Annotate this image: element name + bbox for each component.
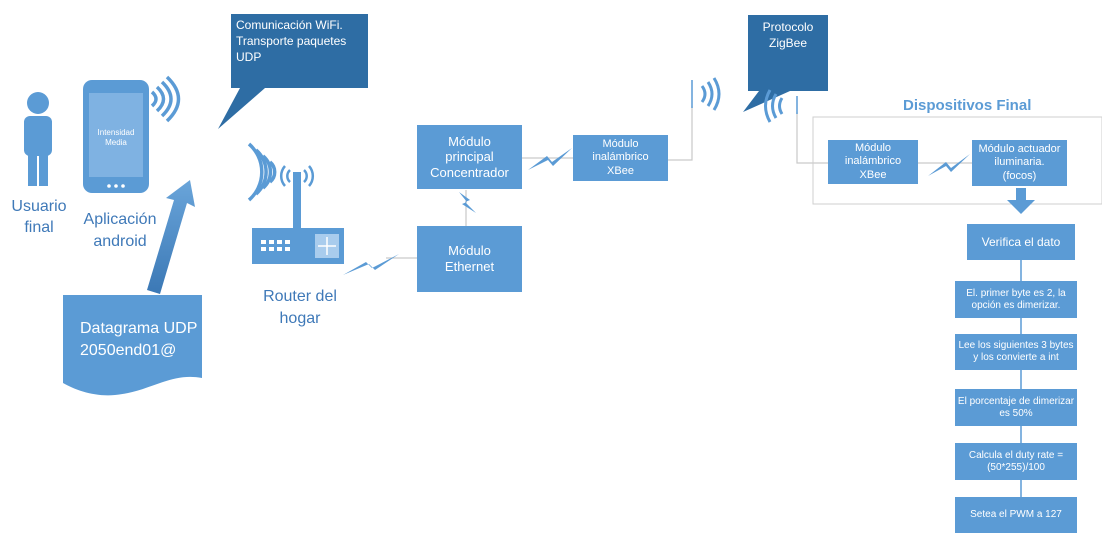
flow-step-first-byte-line2: opción es dimerizar. bbox=[971, 299, 1061, 311]
module-ethernet-line1: Módulo bbox=[448, 243, 491, 259]
flow-step-percentage: El porcentaje de dimerizar es 50% bbox=[955, 389, 1077, 426]
app-label-line2: android bbox=[93, 232, 147, 250]
down-arrow bbox=[1007, 188, 1035, 214]
module-actuator-line1: Módulo actuador bbox=[978, 143, 1061, 156]
phone-screen-text: Intensidad Media bbox=[89, 128, 143, 149]
flow-step-verify: Verifica el dato bbox=[967, 224, 1075, 260]
flow-step-duty-rate-line2: (50*255)/100 bbox=[987, 461, 1045, 473]
upload-arrow bbox=[147, 180, 195, 294]
flow-step-read-bytes-line2: y los convierte a int bbox=[973, 352, 1059, 363]
flow-step-verify-text: Verifica el dato bbox=[981, 234, 1061, 249]
module-xbee-tx-line3: XBee bbox=[607, 164, 634, 177]
datagram-line1: Datagrama UDP bbox=[80, 320, 198, 337]
user-icon bbox=[24, 92, 52, 186]
zigbee-callout-line1: Protocolo bbox=[762, 20, 814, 34]
module-xbee-rx-line3: XBee bbox=[859, 168, 887, 181]
module-xbee-rx-line2: inalámbrico bbox=[844, 155, 902, 168]
app-label-line1: Aplicación bbox=[83, 211, 157, 228]
module-ethernet: Módulo Ethernet bbox=[417, 226, 522, 292]
flow-step-first-byte: El. primer byte es 2, la opción es dimer… bbox=[955, 281, 1077, 318]
antenna-rx-icon bbox=[764, 89, 798, 123]
phone-icon bbox=[83, 80, 149, 193]
router-wifi-icon bbox=[247, 142, 277, 202]
flow-step-first-byte-line1: El. primer byte es 2, la bbox=[966, 287, 1066, 299]
zigbee-callout-line2: ZigBee bbox=[768, 36, 808, 51]
module-xbee-tx-line2: inalámbrico bbox=[592, 151, 649, 164]
antenna-tx-icon bbox=[691, 77, 721, 111]
module-principal-line3: Concentrador bbox=[430, 164, 509, 180]
lightning-bolts bbox=[343, 148, 970, 275]
user-label-line2: final bbox=[24, 218, 54, 236]
router-icon bbox=[252, 165, 344, 264]
wifi-callout-line1: Comunicación WiFi. bbox=[236, 18, 343, 32]
wifi-callout-line3: UDP bbox=[236, 50, 262, 65]
router-label-line1: Router del bbox=[263, 288, 337, 305]
flow-step-read-bytes: Lee los siguientes 3 bytes y los convier… bbox=[955, 334, 1077, 370]
module-actuator: Módulo actuador iluminaria. (focos) bbox=[972, 140, 1067, 186]
flow-step-duty-rate: Calcula el duty rate = (50*255)/100 bbox=[955, 443, 1077, 480]
flow-step-pwm-text: Setea el PWM a 127 bbox=[970, 509, 1062, 520]
module-principal-line1: Módulo bbox=[448, 133, 491, 149]
module-actuator-line3: (focos) bbox=[1002, 169, 1037, 182]
module-xbee-tx-line1: Módulo bbox=[602, 138, 639, 151]
flow-step-percentage-line2: es 50% bbox=[999, 407, 1033, 419]
phone-screen-line1: Intensidad bbox=[97, 128, 135, 137]
final-devices-title: Dispositivos Final bbox=[903, 97, 1032, 114]
zigbee-callout bbox=[743, 15, 828, 112]
module-ethernet-line2: Ethernet bbox=[444, 259, 495, 274]
module-principal-line2: principal bbox=[445, 149, 494, 165]
zigbee-callout-text: Protocolo ZigBee bbox=[748, 19, 828, 51]
datagram-shape bbox=[63, 295, 202, 396]
datagram-line2: 2050end01@ bbox=[80, 342, 177, 360]
flow-step-pwm: Setea el PWM a 127 bbox=[955, 497, 1077, 533]
user-label: Usuario final bbox=[4, 197, 74, 239]
connector-lines bbox=[386, 106, 972, 259]
flow-step-duty-rate-line1: Calcula el duty rate = bbox=[968, 449, 1064, 461]
router-label: Router del hogar bbox=[250, 286, 350, 331]
phone-screen-line2: Media bbox=[105, 138, 127, 148]
module-xbee-rx-line1: Módulo bbox=[854, 142, 892, 155]
user-label-line1: Usuario bbox=[11, 198, 67, 215]
flow-step-read-bytes-line1: Lee los siguientes 3 bytes bbox=[958, 340, 1074, 351]
module-principal: Módulo principal Concentrador bbox=[417, 125, 522, 189]
wifi-callout-line2: Transporte paquetes bbox=[236, 34, 347, 49]
flow-step-percentage-line1: El porcentaje de dimerizar bbox=[957, 395, 1075, 407]
module-actuator-line2: iluminaria. bbox=[994, 156, 1045, 169]
datagram-text: Datagrama UDP 2050end01@ bbox=[80, 318, 202, 363]
wifi-callout-text: Comunicación WiFi. Transporte paquetes U… bbox=[236, 17, 368, 66]
phone-signal-icon bbox=[150, 75, 181, 123]
wifi-callout bbox=[218, 14, 368, 129]
app-label: Aplicación android bbox=[72, 209, 168, 252]
router-label-line2: hogar bbox=[279, 310, 321, 328]
module-xbee-tx: Módulo inalámbrico XBee bbox=[573, 135, 668, 181]
module-xbee-rx: Módulo inalámbrico XBee bbox=[828, 140, 918, 184]
final-devices-frame bbox=[812, 116, 1102, 205]
